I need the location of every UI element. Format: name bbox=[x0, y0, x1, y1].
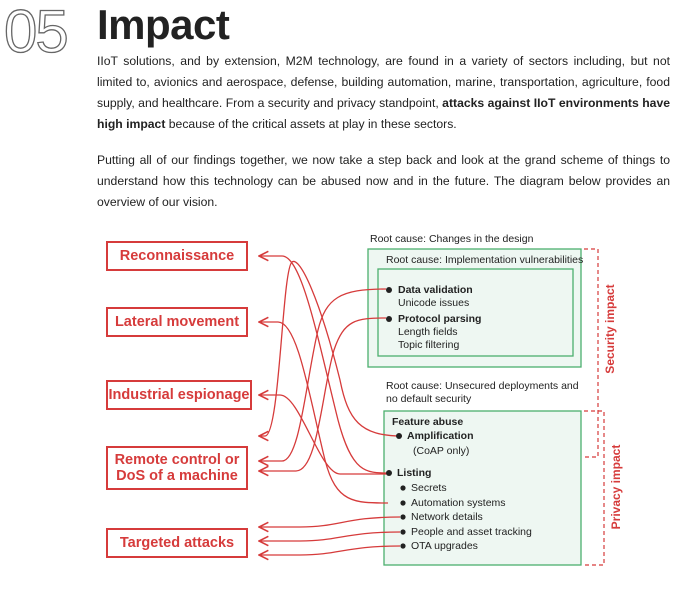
amplification-label: Amplification bbox=[407, 430, 474, 442]
bullet-ota bbox=[400, 543, 406, 549]
section-number: 05 bbox=[3, 0, 69, 65]
security-bracket bbox=[584, 248, 599, 458]
bullet-protocol-parsing bbox=[386, 316, 392, 322]
connector-espionage-listing bbox=[259, 395, 388, 475]
connector-remote-datavalid bbox=[259, 288, 387, 461]
privacy-bracket bbox=[584, 410, 605, 566]
intro-bold-text: attacks against IIoT environments have h… bbox=[97, 96, 671, 131]
root-cause-deployment-1: Root cause: Unsecured deployments and bbox=[386, 380, 579, 392]
root-cause-implementation: Root cause: Implementation vulnerabiliti… bbox=[386, 254, 584, 266]
page-title: Impact bbox=[97, 1, 230, 48]
implementation-box bbox=[377, 268, 574, 357]
bullet-listing bbox=[386, 470, 392, 476]
bullet-network bbox=[400, 514, 406, 520]
protocol-parsing-label: Protocol parsing bbox=[398, 313, 482, 325]
deployment-box bbox=[383, 410, 582, 566]
connector-targeted-1 bbox=[259, 516, 401, 527]
bullet-people bbox=[400, 529, 406, 535]
connector-remote-parsing bbox=[259, 317, 387, 471]
root-cause-deployment-2: no default security bbox=[386, 393, 472, 405]
listing-item-network: Network details bbox=[411, 511, 483, 523]
impact-lateral-movement: Lateral movement bbox=[106, 307, 248, 337]
listing-item-ota: OTA upgrades bbox=[411, 540, 478, 552]
listing-item-automation: Automation systems bbox=[411, 497, 506, 509]
privacy-impact-label: Privacy impact bbox=[609, 444, 623, 530]
feature-abuse-label: Feature abuse bbox=[392, 416, 464, 428]
connector-lateral-listing bbox=[259, 322, 389, 504]
bullet-amplification bbox=[396, 433, 402, 439]
connector-targeted-3 bbox=[259, 545, 401, 555]
bullet-secrets bbox=[400, 485, 406, 491]
unicode-issues-label: Unicode issues bbox=[398, 297, 470, 309]
bullet-automation bbox=[400, 500, 406, 506]
listing-label: Listing bbox=[397, 467, 432, 479]
listing-item-people: People and asset tracking bbox=[411, 526, 532, 538]
listing-item-secrets: Secrets bbox=[411, 482, 447, 494]
root-cause-design: Root cause: Changes in the design bbox=[370, 233, 534, 245]
impact-targeted-attacks: Targeted attacks bbox=[106, 528, 248, 558]
length-fields-label: Length fields bbox=[398, 326, 458, 338]
security-impact-label: Security impact bbox=[603, 284, 617, 374]
connector-recon-listing bbox=[259, 256, 389, 474]
bullet-data-validation bbox=[386, 287, 392, 293]
impact-reconnaissance: Reconnaissance bbox=[106, 241, 248, 271]
overview-paragraph: Putting all of our findings together, we… bbox=[97, 153, 670, 209]
connector-targeted-2 bbox=[259, 531, 401, 541]
impact-remote-control: Remote control or DoS of a machine bbox=[106, 446, 248, 490]
intro-text-1: IIoT solutions, and by extension, M2M te… bbox=[97, 54, 670, 110]
impact-industrial-espionage: Industrial espionage bbox=[106, 380, 252, 410]
connector-recon-amplification bbox=[259, 260, 403, 436]
topic-filtering-label: Topic filtering bbox=[398, 339, 460, 351]
intro-paragraph: IIoT solutions, and by extension, M2M te… bbox=[97, 51, 670, 135]
data-validation-label: Data validation bbox=[398, 284, 473, 296]
coap-only-label: (CoAP only) bbox=[413, 445, 470, 457]
intro-text-2: because of the critical assets at play i… bbox=[165, 117, 457, 131]
